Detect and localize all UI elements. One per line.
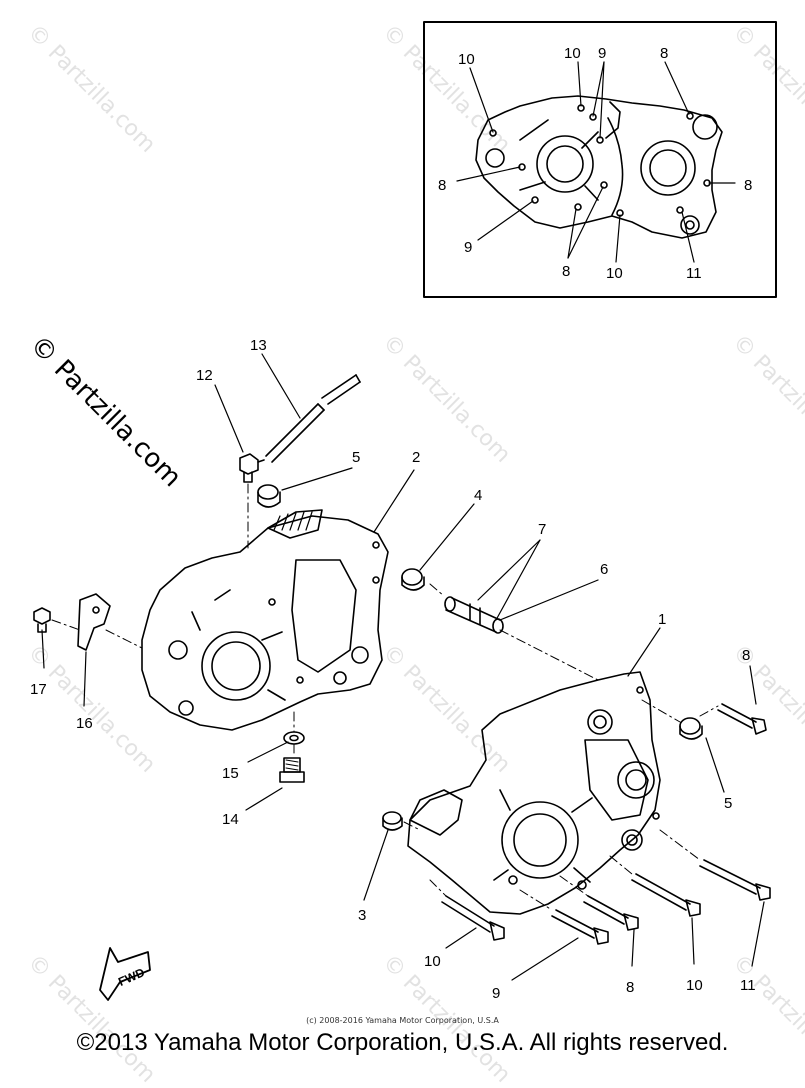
callout-5: 5 — [352, 449, 360, 466]
part-14-drain-plug — [279, 757, 305, 783]
part-17-bolt — [33, 607, 51, 633]
inset-frame — [423, 21, 777, 298]
callout-8: 8 — [438, 177, 446, 194]
callout-10: 10 — [458, 51, 475, 68]
callout-10: 10 — [606, 265, 623, 282]
small-copyright-line: (c) 2008-2016 Yamaha Motor Corporation, … — [306, 1016, 499, 1025]
part-10-bolt-right — [631, 873, 701, 917]
callout-11: 11 — [686, 265, 702, 282]
callout-11: 11 — [740, 977, 756, 994]
inset-crankcase — [475, 95, 723, 239]
part-6-shaft — [444, 596, 504, 634]
callout-9: 9 — [464, 239, 472, 256]
callout-6: 6 — [600, 561, 608, 578]
callout-3: 3 — [358, 907, 366, 924]
callout-8: 8 — [744, 177, 752, 194]
callout-4: 4 — [474, 487, 482, 504]
callout-2: 2 — [412, 449, 420, 466]
callout-17: 17 — [30, 681, 47, 698]
part-13-hose — [265, 374, 361, 463]
callout-9: 9 — [598, 45, 606, 62]
fwd-arrow-icon: FWD — [99, 947, 151, 1001]
callout-10: 10 — [686, 977, 703, 994]
part-5-bush — [257, 484, 281, 508]
callout-leader-lines — [41, 353, 765, 981]
ribbed-boss — [267, 509, 323, 539]
part-12-fitting — [239, 453, 265, 483]
right-crankcase-half — [407, 671, 661, 915]
part-3-dowel — [382, 811, 403, 831]
callout-13: 13 — [250, 337, 267, 354]
callout-8: 8 — [626, 979, 634, 996]
part-8-bolt-bottom — [583, 895, 639, 931]
callout-5: 5 — [724, 795, 732, 812]
callout-14: 14 — [222, 811, 239, 828]
callout-15: 15 — [222, 765, 239, 782]
inset-leader-lines — [456, 61, 736, 263]
callout-8: 8 — [562, 263, 570, 280]
crankcase-exploded-diagram: FWD 10 10 9 8 8 8 9 8 10 11 13 12 5 2 4 … — [30, 21, 777, 1002]
part-5-bush-right — [679, 717, 703, 740]
callout-10: 10 — [564, 45, 581, 62]
part-11-bolt — [699, 859, 771, 901]
assembly-lines — [51, 483, 719, 911]
callout-8: 8 — [660, 45, 668, 62]
callout-16: 16 — [76, 715, 93, 732]
callout-8: 8 — [742, 647, 750, 664]
callout-9: 9 — [492, 985, 500, 1002]
part-9-bolt — [551, 909, 609, 945]
copyright-footer: ©2013 Yamaha Motor Corporation, U.S.A. A… — [76, 1029, 729, 1056]
callout-7: 7 — [538, 521, 546, 538]
left-crankcase-half — [141, 509, 389, 731]
callout-10: 10 — [424, 953, 441, 970]
inset-view — [423, 21, 777, 298]
callout-12: 12 — [196, 367, 213, 384]
part-8-bolt — [717, 703, 767, 735]
part-16-bracket — [77, 593, 111, 651]
part-4-bush — [401, 568, 425, 591]
part-10-bolt-left — [441, 895, 505, 941]
callout-1: 1 — [658, 611, 666, 628]
fwd-label: FWD — [116, 965, 147, 989]
